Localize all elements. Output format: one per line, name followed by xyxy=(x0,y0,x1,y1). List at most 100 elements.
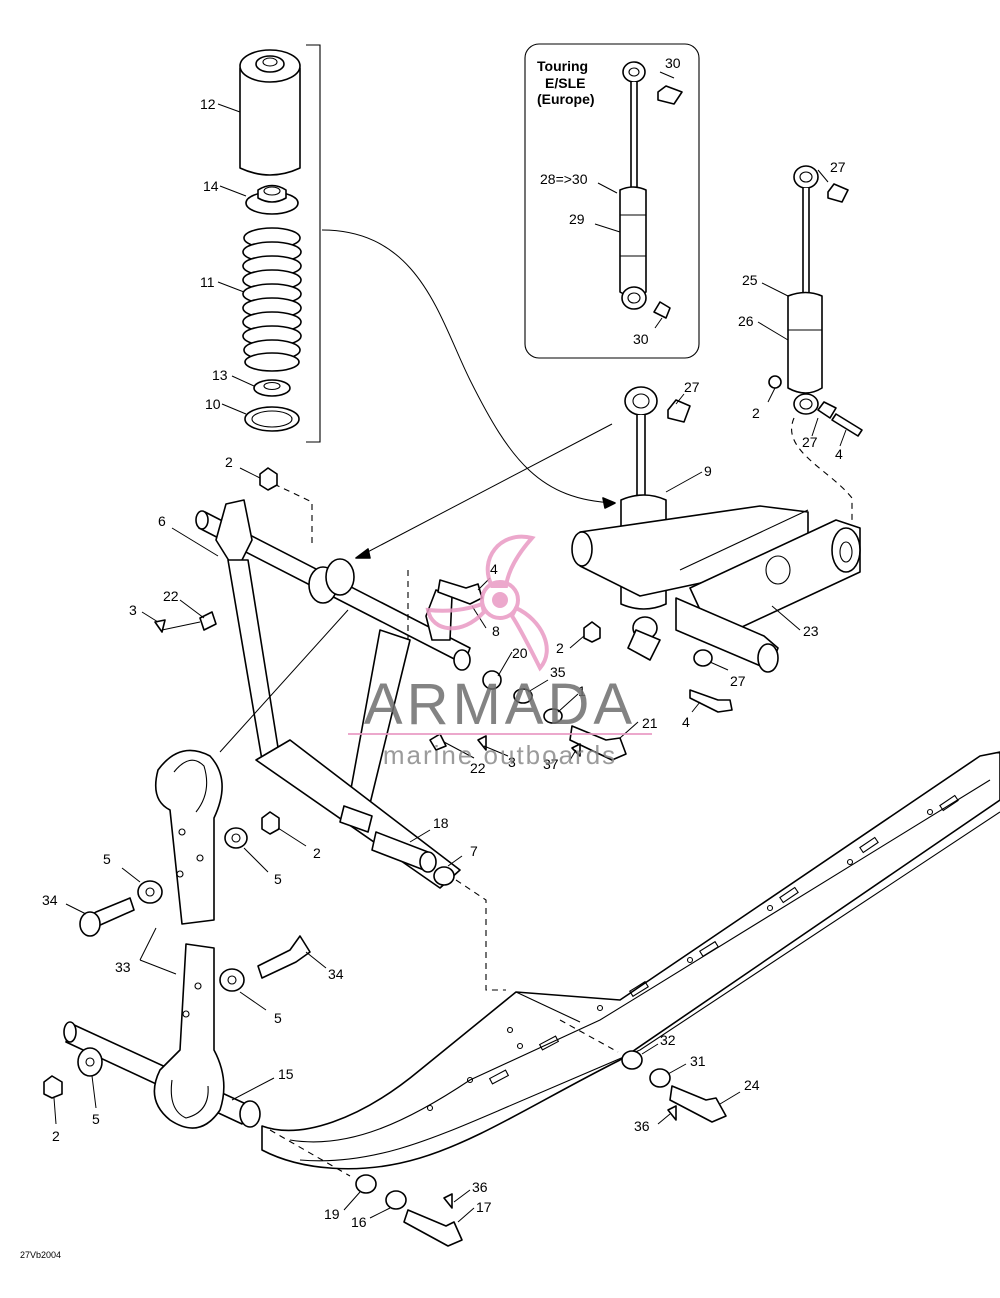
armada-watermark: ARMADA marine outboards xyxy=(348,534,652,770)
assembly-pointer-curve xyxy=(321,229,616,504)
watermark-tagline: marine outboards xyxy=(383,740,617,770)
propeller-logo-icon xyxy=(425,534,549,672)
callout-14: 14 xyxy=(203,178,219,194)
front-arm-frame xyxy=(154,483,502,889)
rear-shock-spring-assembly xyxy=(239,44,321,443)
callout-36-b: 36 xyxy=(472,1179,488,1195)
washer-5-b xyxy=(137,880,163,904)
bolt-24 xyxy=(669,1085,727,1123)
callout-27-b: 27 xyxy=(802,434,818,450)
callout-25: 25 xyxy=(742,272,758,288)
callout-3-b: 3 xyxy=(508,754,516,770)
coil-spring xyxy=(242,227,302,372)
callout-21: 21 xyxy=(642,715,658,731)
callout-7: 7 xyxy=(470,843,478,859)
callout-2-e: 2 xyxy=(52,1128,60,1144)
callout-27-c: 27 xyxy=(684,379,700,395)
callout-18: 18 xyxy=(433,815,449,831)
callout-5-a: 5 xyxy=(103,851,111,867)
callout-33: 33 xyxy=(115,959,131,975)
callout-28-30: 28=>30 xyxy=(540,171,588,187)
callout-13: 13 xyxy=(212,367,228,383)
callout-4-a: 4 xyxy=(835,446,843,462)
washer-32 xyxy=(621,1050,643,1070)
grease-fitting-36-a xyxy=(667,1105,677,1121)
bolt-17 xyxy=(403,1209,463,1247)
washer-1 xyxy=(543,708,563,724)
callout-26: 26 xyxy=(738,313,754,329)
callout-11: 11 xyxy=(200,274,215,290)
grease-fitting-36-b xyxy=(443,1193,453,1209)
callout-17: 17 xyxy=(476,1199,492,1215)
watermark-brand: ARMADA xyxy=(364,672,636,737)
callout-31: 31 xyxy=(690,1053,706,1069)
callout-9: 9 xyxy=(704,463,712,479)
callout-5-d: 5 xyxy=(92,1111,100,1127)
callout-8: 8 xyxy=(492,623,500,639)
slide-rail xyxy=(261,751,1000,1170)
washer-35 xyxy=(513,688,533,704)
upper-link-plate xyxy=(154,749,223,925)
callout-23: 23 xyxy=(803,623,819,639)
spring-collar xyxy=(253,379,291,397)
touring-inset xyxy=(524,43,700,359)
washer-31 xyxy=(649,1068,671,1088)
callout-30-top: 30 xyxy=(665,55,681,71)
callout-10: 10 xyxy=(205,396,221,412)
callout-19: 19 xyxy=(324,1206,340,1222)
lower-link xyxy=(63,943,247,1129)
inset-title-line-2: E/SLE xyxy=(545,75,585,91)
adjuster-ring xyxy=(244,406,300,432)
callout-37: 37 xyxy=(543,756,559,772)
callout-5-c: 5 xyxy=(274,1010,282,1026)
callout-12: 12 xyxy=(200,96,216,112)
callout-30-bottom: 30 xyxy=(633,331,649,347)
callout-2-a: 2 xyxy=(752,405,760,421)
callout-15: 15 xyxy=(278,1066,294,1082)
callout-34-a: 34 xyxy=(42,892,58,908)
callout-36-a: 36 xyxy=(634,1118,650,1134)
callout-3-a: 3 xyxy=(129,602,137,618)
callout-5-b: 5 xyxy=(274,871,282,887)
nut-2-top xyxy=(259,467,278,491)
washer-5-c xyxy=(219,968,245,992)
callout-4-c: 4 xyxy=(682,714,690,730)
washer-5-a xyxy=(224,827,248,849)
spring-stopper xyxy=(245,184,299,215)
callout-4-b: 4 xyxy=(490,561,498,577)
callout-27-d: 27 xyxy=(730,673,746,689)
rear-cross-shaft-assembly xyxy=(571,505,861,673)
callout-labels: 12 14 11 13 10 30 28=>30 29 30 27 25 26 … xyxy=(42,55,846,1230)
washer-19 xyxy=(355,1174,377,1194)
washer-5-d xyxy=(77,1047,103,1077)
callout-1: 1 xyxy=(578,683,586,699)
shock-boot xyxy=(239,49,301,176)
inset-title-line-1: Touring xyxy=(537,58,588,74)
callout-27-a: 27 xyxy=(830,159,846,175)
callout-32: 32 xyxy=(660,1032,676,1048)
callout-2-c: 2 xyxy=(556,640,564,656)
callout-22-a: 22 xyxy=(163,588,179,604)
bushing-15-end xyxy=(239,1100,261,1128)
callout-34-b: 34 xyxy=(328,966,344,982)
callout-2-d: 2 xyxy=(313,845,321,861)
callout-29: 29 xyxy=(569,211,585,227)
callout-20: 20 xyxy=(512,645,528,661)
callout-22-b: 22 xyxy=(470,760,486,776)
nut-2-e xyxy=(43,1075,63,1099)
callout-2-b: 2 xyxy=(225,454,233,470)
leader-lines xyxy=(53,103,847,1223)
inset-title-line-3: (Europe) xyxy=(537,91,595,107)
inset-shock xyxy=(619,61,683,319)
callout-35: 35 xyxy=(550,664,566,680)
nut-2-a xyxy=(261,811,280,835)
arrow-head-icon xyxy=(602,497,616,509)
lower-axle xyxy=(371,831,506,991)
callout-24: 24 xyxy=(744,1077,760,1093)
front-shock-absorber xyxy=(768,165,863,546)
bolt-34-b xyxy=(257,935,311,979)
callout-6: 6 xyxy=(158,513,166,529)
drawing-reference: 27Vb2004 xyxy=(20,1250,61,1260)
callout-16: 16 xyxy=(351,1214,367,1230)
